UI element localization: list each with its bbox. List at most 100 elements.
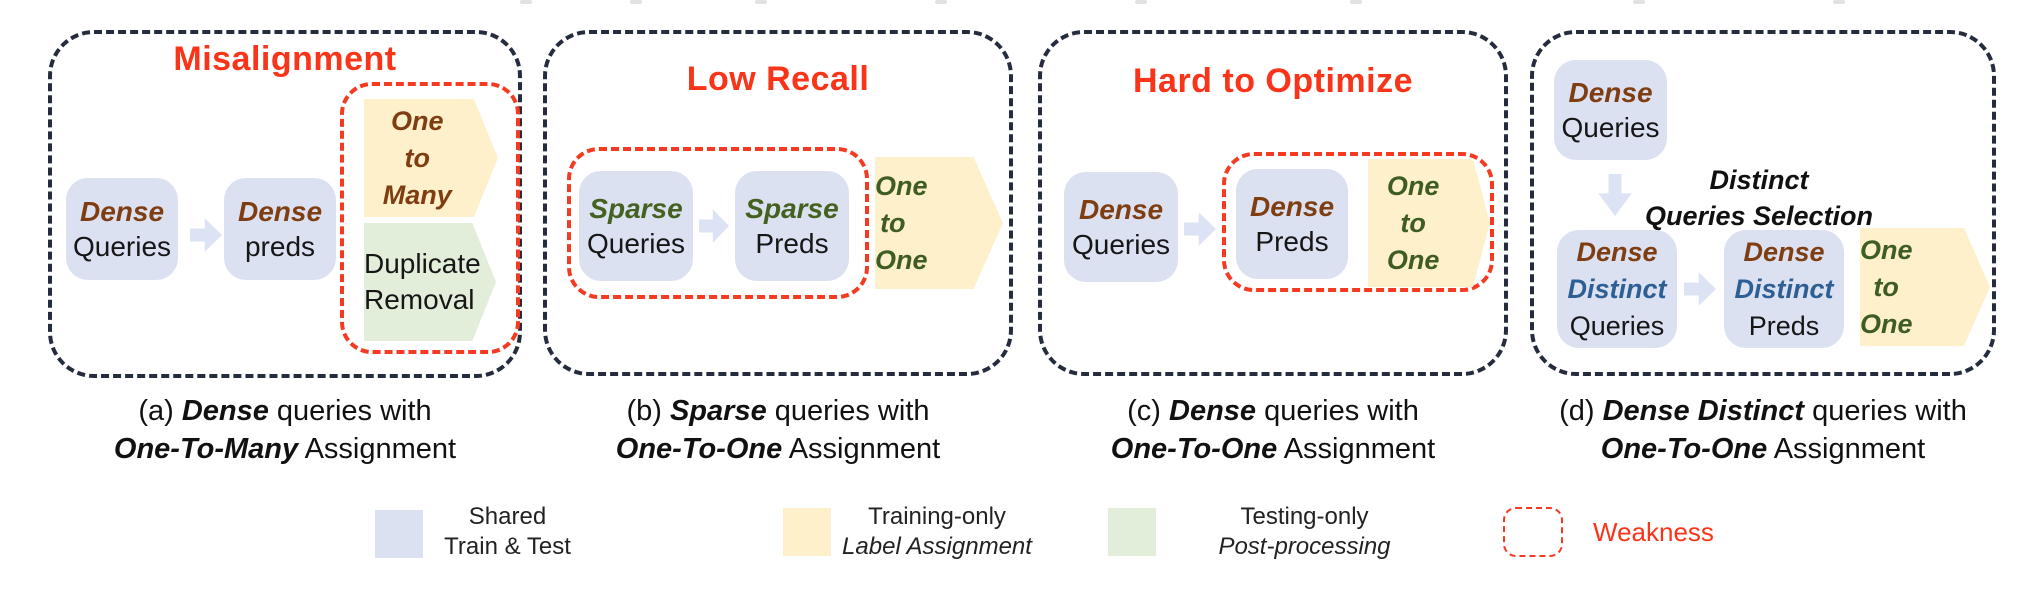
caption-emphasis: Dense bbox=[1169, 395, 1257, 427]
caption-emphasis: Dense bbox=[181, 395, 269, 427]
legend-line: Train & Test bbox=[444, 533, 571, 560]
panel-c-weakness-title: Hard to Optimize bbox=[1132, 62, 1414, 100]
cropped-text-remnant bbox=[1633, 0, 1645, 4]
one-to-one-banner: One to One bbox=[1368, 159, 1490, 287]
weakness-box-b: Sparse Queries Sparse Preds bbox=[567, 147, 869, 299]
dense-queries-box: Dense Queries bbox=[1064, 172, 1178, 282]
postprocess-line: Duplicate bbox=[364, 248, 481, 279]
caption-emphasis: One-To-One bbox=[615, 433, 783, 465]
box-line-emphasis: Dense bbox=[1078, 194, 1164, 225]
weakness-box-c: Dense Preds One to One bbox=[1222, 152, 1494, 292]
panel-a: Misalignment Dense Queries Dense preds O… bbox=[48, 30, 522, 378]
legend-training-label: Training-only Label Assignment bbox=[842, 502, 1032, 562]
box-line-emphasis: Distinct bbox=[1734, 273, 1834, 304]
caption-text: queries with bbox=[268, 395, 432, 427]
legend-testing-label: Testing-only Post-processing bbox=[1192, 502, 1417, 562]
cropped-text-remnant bbox=[630, 0, 642, 4]
box-line: Preds bbox=[1748, 310, 1820, 341]
dense-preds-box: Dense Preds bbox=[1236, 169, 1348, 279]
dense-preds-box: Dense preds bbox=[224, 178, 336, 280]
legend-shared-label: Shared Train & Test bbox=[430, 502, 585, 562]
caption-text: queries with bbox=[1256, 395, 1419, 427]
box-line: Queries bbox=[72, 231, 172, 262]
box-line: Preds bbox=[1255, 226, 1329, 257]
panel-b: Low Recall Sparse Queries Sparse Preds O… bbox=[543, 30, 1013, 376]
flow-arrow-icon bbox=[699, 209, 729, 243]
assignment-line: to bbox=[404, 142, 430, 173]
assignment-line: to bbox=[880, 207, 906, 238]
dense-queries-box: Dense Queries bbox=[66, 178, 178, 280]
dense-distinct-preds-box: Dense Distinct Preds bbox=[1724, 230, 1844, 348]
panel-a-weakness-title: Misalignment bbox=[173, 40, 397, 78]
box-line: Queries bbox=[586, 228, 686, 259]
box-line: Preds bbox=[755, 228, 829, 259]
box-line-emphasis: Dense bbox=[79, 196, 165, 227]
assignment-line: One bbox=[390, 105, 444, 136]
assignment-line: One bbox=[875, 170, 928, 201]
legend-weakness-label: Weakness bbox=[1593, 517, 1714, 547]
caption-text: queries with bbox=[1804, 395, 1967, 427]
caption-emphasis: One-To-Many bbox=[113, 433, 299, 465]
caption-text: Assignment bbox=[782, 433, 941, 465]
caption-text: Assignment bbox=[1767, 433, 1926, 465]
panel-d: Dense Queries Distinct Queries Selection… bbox=[1530, 30, 1996, 376]
box-line-emphasis: Sparse bbox=[589, 193, 683, 224]
box-line-emphasis: Dense bbox=[1568, 77, 1653, 108]
caption-text: Assignment bbox=[298, 433, 457, 465]
cropped-text-remnant bbox=[935, 0, 947, 4]
flow-arrow-icon bbox=[190, 218, 222, 252]
box-line-emphasis: Dense bbox=[1249, 191, 1335, 222]
legend-line: Training-only bbox=[868, 503, 1006, 530]
box-line-emphasis: Distinct bbox=[1567, 273, 1667, 304]
cropped-text-remnant bbox=[1135, 0, 1147, 4]
panel-b-weakness-title: Low Recall bbox=[686, 60, 870, 98]
caption-index: (d) bbox=[1559, 395, 1603, 427]
box-line: Queries bbox=[1569, 310, 1665, 341]
cropped-text-remnant bbox=[1350, 0, 1362, 4]
box-line: Queries bbox=[1071, 229, 1171, 260]
flow-arrow-icon bbox=[1684, 272, 1716, 306]
box-line-emphasis: Dense bbox=[1576, 236, 1658, 267]
cropped-text-remnant bbox=[755, 0, 767, 4]
caption-emphasis: Dense Distinct bbox=[1602, 395, 1805, 427]
panel-c: Hard to Optimize Dense Queries Dense Pre… bbox=[1038, 30, 1508, 376]
legend-line: Shared bbox=[468, 503, 547, 530]
one-to-one-banner: One to One bbox=[875, 157, 1003, 289]
weakness-box-a: One to Many Duplicate Removal bbox=[340, 82, 520, 354]
dense-distinct-queries-box: Dense Distinct Queries bbox=[1557, 230, 1677, 348]
caption-d: (d) Dense Distinct queries with One-To-O… bbox=[1530, 392, 1996, 468]
assignment-line: One bbox=[1860, 234, 1913, 265]
flow-arrow-down-icon bbox=[1598, 174, 1632, 216]
legend-training-swatch bbox=[783, 508, 831, 556]
flow-arrow-icon bbox=[1184, 212, 1216, 246]
dense-queries-box: Dense Queries bbox=[1554, 60, 1667, 160]
cropped-text-remnant bbox=[520, 0, 532, 4]
selection-label-line: Queries Selection bbox=[1644, 201, 1874, 231]
box-line-emphasis: Dense bbox=[1743, 236, 1825, 267]
assignment-line: to bbox=[1400, 207, 1426, 238]
postprocess-line: Removal bbox=[364, 284, 475, 315]
legend-line: Label Assignment bbox=[842, 533, 1032, 560]
caption-emphasis: One-To-One bbox=[1600, 433, 1768, 465]
legend-line: Testing-only bbox=[1240, 503, 1369, 530]
caption-index: (c) bbox=[1127, 395, 1169, 427]
caption-emphasis: One-To-One bbox=[1110, 433, 1278, 465]
one-to-one-banner: One to One bbox=[1860, 228, 1990, 346]
assignment-line: Many bbox=[382, 179, 452, 210]
assignment-line: One bbox=[1386, 170, 1440, 201]
box-line: preds bbox=[244, 231, 316, 262]
one-to-many-banner: One to Many bbox=[364, 99, 498, 217]
caption-text: queries with bbox=[766, 395, 930, 427]
box-line-emphasis: Sparse bbox=[745, 193, 839, 224]
caption-b: (b) Sparse queries with One-To-One Assig… bbox=[543, 392, 1013, 468]
caption-text: Assignment bbox=[1277, 433, 1436, 465]
legend-line: Post-processing bbox=[1218, 533, 1391, 560]
box-line: Queries bbox=[1561, 112, 1660, 143]
legend-weakness-swatch bbox=[1503, 507, 1563, 557]
assignment-line: to bbox=[1873, 271, 1899, 302]
assignment-line: One bbox=[875, 244, 928, 275]
caption-c: (c) Dense queries with One-To-One Assign… bbox=[1038, 392, 1508, 468]
sparse-queries-box: Sparse Queries bbox=[579, 171, 693, 281]
caption-index: (a) bbox=[138, 395, 182, 427]
